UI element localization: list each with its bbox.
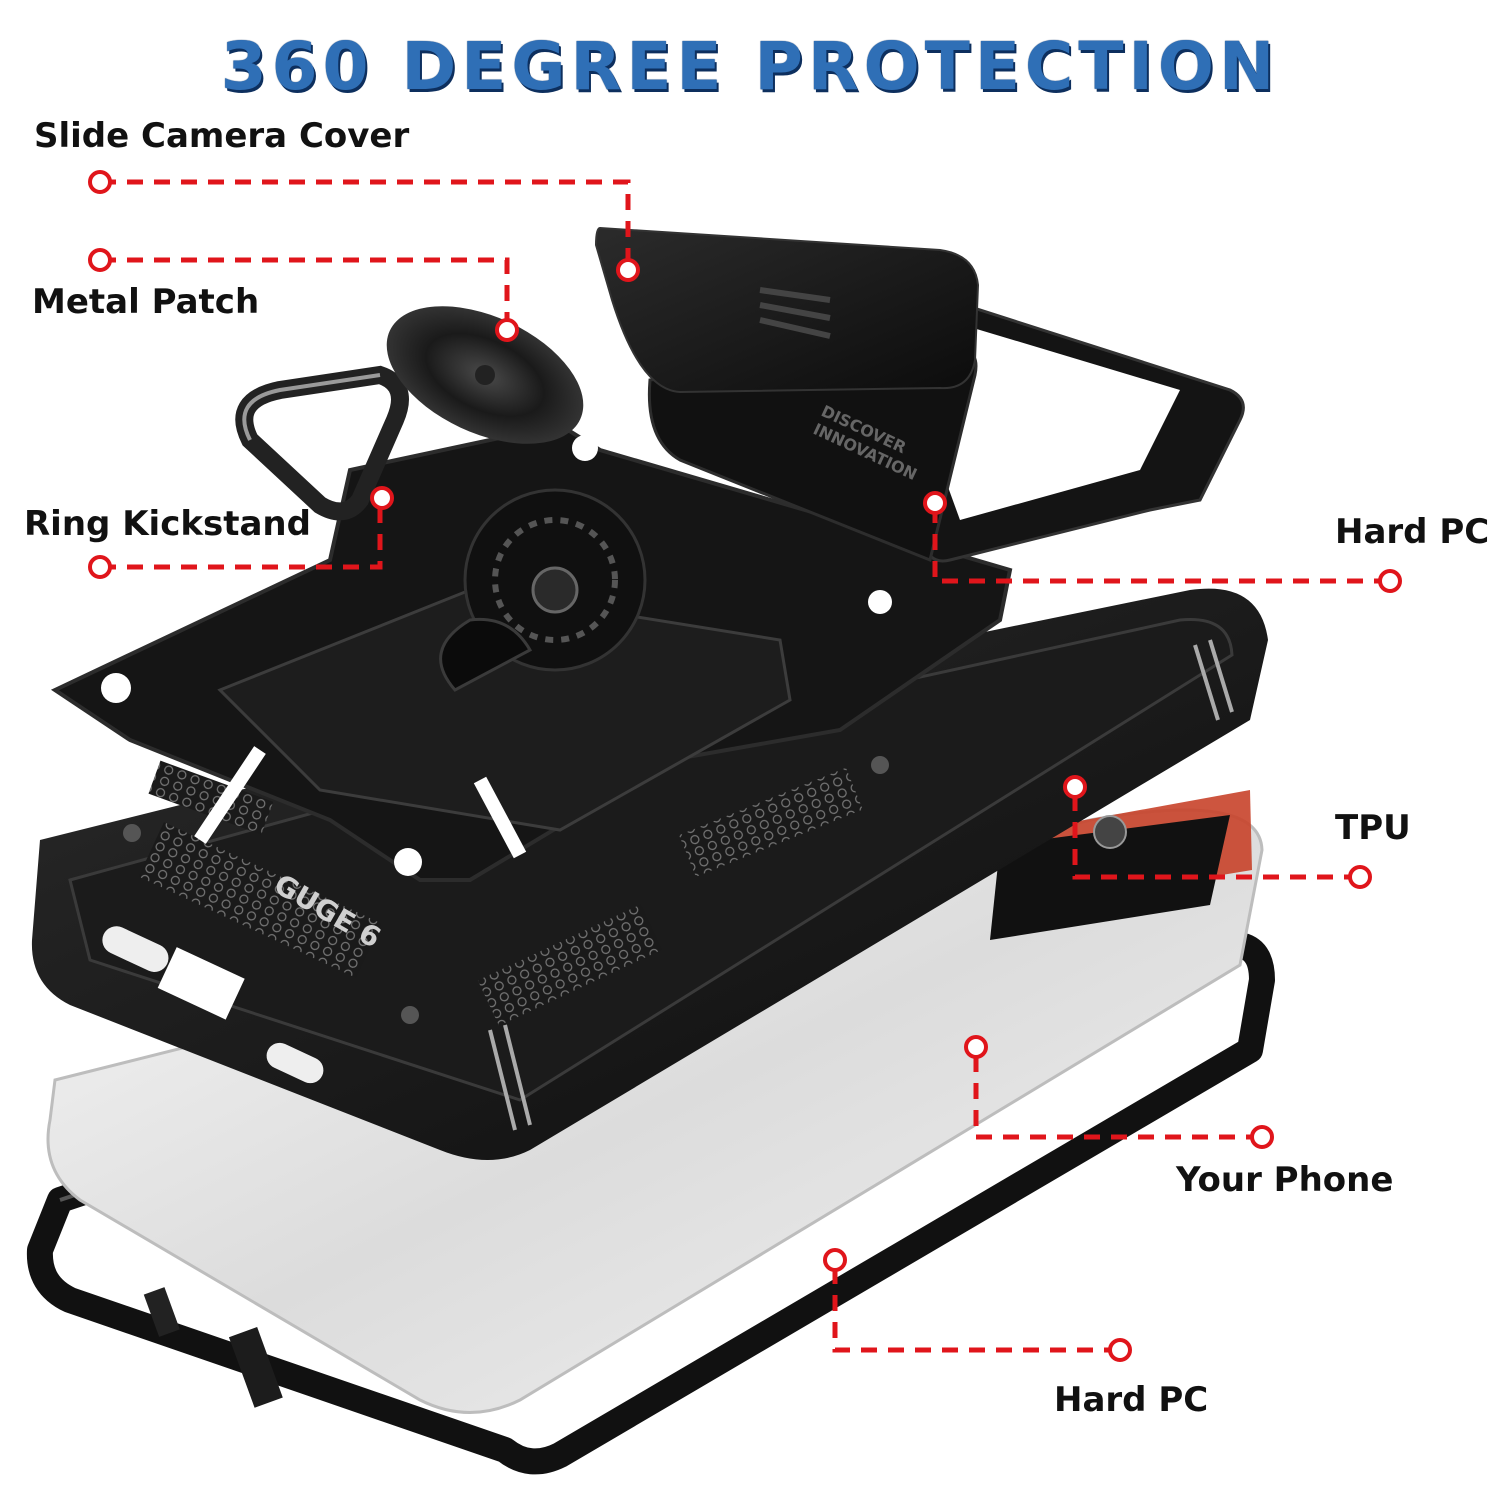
marker-phone-target (964, 1035, 988, 1059)
marker-ring-end (88, 555, 112, 579)
callout-metal-patch: Metal Patch (32, 282, 260, 322)
callout-markers (88, 170, 1402, 1362)
callout-tpu: TPU (1335, 808, 1411, 848)
magnetic-plate-dial (439, 488, 647, 692)
marker-metal-patch-target (495, 318, 519, 342)
hard-pc-back-plate (50, 422, 1013, 882)
callout-your-phone: Your Phone (1176, 1160, 1394, 1200)
headline: 360 DEGREE PROTECTION (220, 28, 1280, 105)
callout-hard-pc-bottom: Hard PC (1054, 1380, 1209, 1420)
marker-hardpc-bottom-target (823, 1248, 847, 1272)
marker-ring-target (370, 486, 394, 510)
callout-slide-camera-cover: Slide Camera Cover (34, 116, 410, 156)
callout-ring-kickstand: Ring Kickstand (24, 504, 311, 544)
marker-tpu-end (1348, 865, 1372, 889)
tpu-case: GUGE 6 (31, 588, 1268, 1160)
marker-hardpc-bottom-end (1108, 1338, 1132, 1362)
marker-hardpc-top-target (923, 491, 947, 515)
bumper-ridges (488, 639, 1234, 1131)
marker-phone-end (1250, 1125, 1274, 1149)
marker-tpu-target (1063, 775, 1087, 799)
callout-leader-lines (100, 179, 1390, 1353)
marker-hardpc-top-end (1378, 569, 1402, 593)
marker-slide-camera-end (88, 170, 112, 194)
ring-kickstand (235, 306, 584, 521)
marker-slide-camera-target (616, 258, 640, 282)
callout-hard-pc-top: Hard PC (1335, 512, 1490, 552)
phone-body (46, 790, 1264, 1414)
marker-metal-patch-end (88, 248, 112, 272)
